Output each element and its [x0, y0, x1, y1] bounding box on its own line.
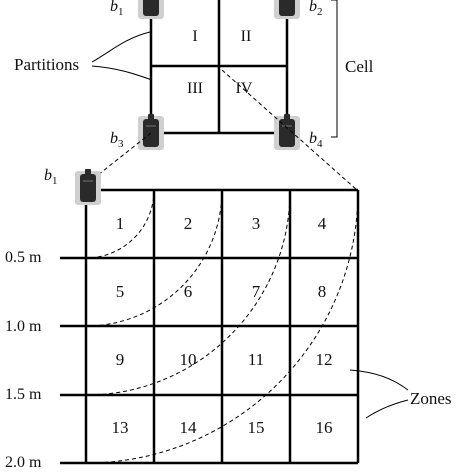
partition-label-1: I	[192, 28, 197, 45]
distance-label-0-5m: 0.5 m	[5, 249, 42, 266]
sensor-b4-sub: 4	[317, 138, 323, 150]
sensor-b1-top-sub: 1	[118, 6, 124, 18]
distance-label-2-0m: 2.0 m	[5, 454, 42, 471]
zone-number: 1	[116, 214, 125, 233]
cell: I II III IV	[149, 0, 289, 135]
zones-leader-lower	[365, 399, 409, 419]
zone-number: 14	[180, 418, 198, 437]
sensor-b3-base: b	[110, 130, 118, 147]
zone-grid: 1 2 3 4 5 6 7 8 9 10 11 12 13 14 15 16 0…	[5, 188, 360, 471]
sensor-device-icon	[273, 113, 301, 151]
zone-number: 2	[184, 214, 193, 233]
sensor-b2-top-sub: 2	[317, 6, 323, 18]
zone-number: 16	[316, 418, 333, 437]
sensor-b2-top-base: b	[309, 0, 317, 15]
cell-bracket: Cell	[331, 0, 374, 138]
partition-label-3: III	[187, 80, 203, 97]
sensor-b3: b3	[110, 113, 165, 151]
distance-label-1-0m: 1.0 m	[5, 318, 42, 335]
sensor-b1-top-base: b	[110, 0, 118, 15]
sensor-b2-top: b2	[273, 0, 323, 20]
zone-number: 4	[318, 214, 327, 233]
zone-number: 7	[252, 282, 261, 301]
partitions-leader-upper	[91, 31, 151, 63]
zone-number: 13	[112, 418, 129, 437]
svg-text:b4: b4	[309, 130, 323, 150]
sensor-b1-zoom-base: b	[44, 167, 52, 184]
range-arc-0-5m	[85, 189, 155, 259]
zone-number: 10	[180, 350, 197, 369]
zone-number: 12	[316, 350, 333, 369]
zone-number: 6	[184, 282, 193, 301]
zone-number: 5	[116, 282, 125, 301]
range-arc-1-0m	[85, 189, 223, 327]
zones-label: Zones	[410, 389, 452, 408]
range-arc-1-5m	[85, 189, 291, 396]
sensor-b4-base: b	[309, 130, 317, 147]
partitions-leader-lower	[91, 65, 153, 81]
distance-label-1-5m: 1.5 m	[5, 386, 42, 403]
range-arc-2-0m	[85, 189, 359, 464]
sensor-b1-zoom-sub: 1	[52, 175, 58, 187]
sensor-device-icon	[137, 113, 165, 151]
sensor-device-icon	[137, 0, 165, 20]
sensor-device-icon	[74, 168, 102, 206]
zones-callout: Zones	[349, 369, 452, 419]
zone-number: 8	[318, 282, 327, 301]
zone-number: 9	[116, 350, 125, 369]
cell-label: Cell	[345, 57, 374, 76]
sensor-b1-zoom: b1	[44, 167, 102, 206]
sensor-device-icon	[273, 0, 301, 20]
zones-leader-upper	[349, 369, 409, 391]
svg-text:b3: b3	[110, 130, 124, 150]
zone-number: 3	[252, 214, 261, 233]
svg-text:b1: b1	[110, 0, 124, 18]
partition-label-4: IV	[236, 80, 253, 97]
svg-text:b2: b2	[309, 0, 323, 18]
partition-label-2: II	[241, 28, 252, 45]
cell-bracket-line	[331, 0, 338, 138]
sensor-b1-top: b1	[110, 0, 165, 20]
sensor-b3-sub: 3	[118, 138, 124, 150]
zone-number: 11	[248, 350, 264, 369]
zoom-connector-right	[221, 69, 358, 191]
zone-number: 15	[248, 418, 265, 437]
partitions-label: Partitions	[14, 55, 79, 74]
sensor-b4: b4	[273, 113, 323, 151]
partitions-callout: Partitions	[14, 31, 153, 81]
svg-text:b1: b1	[44, 167, 58, 187]
